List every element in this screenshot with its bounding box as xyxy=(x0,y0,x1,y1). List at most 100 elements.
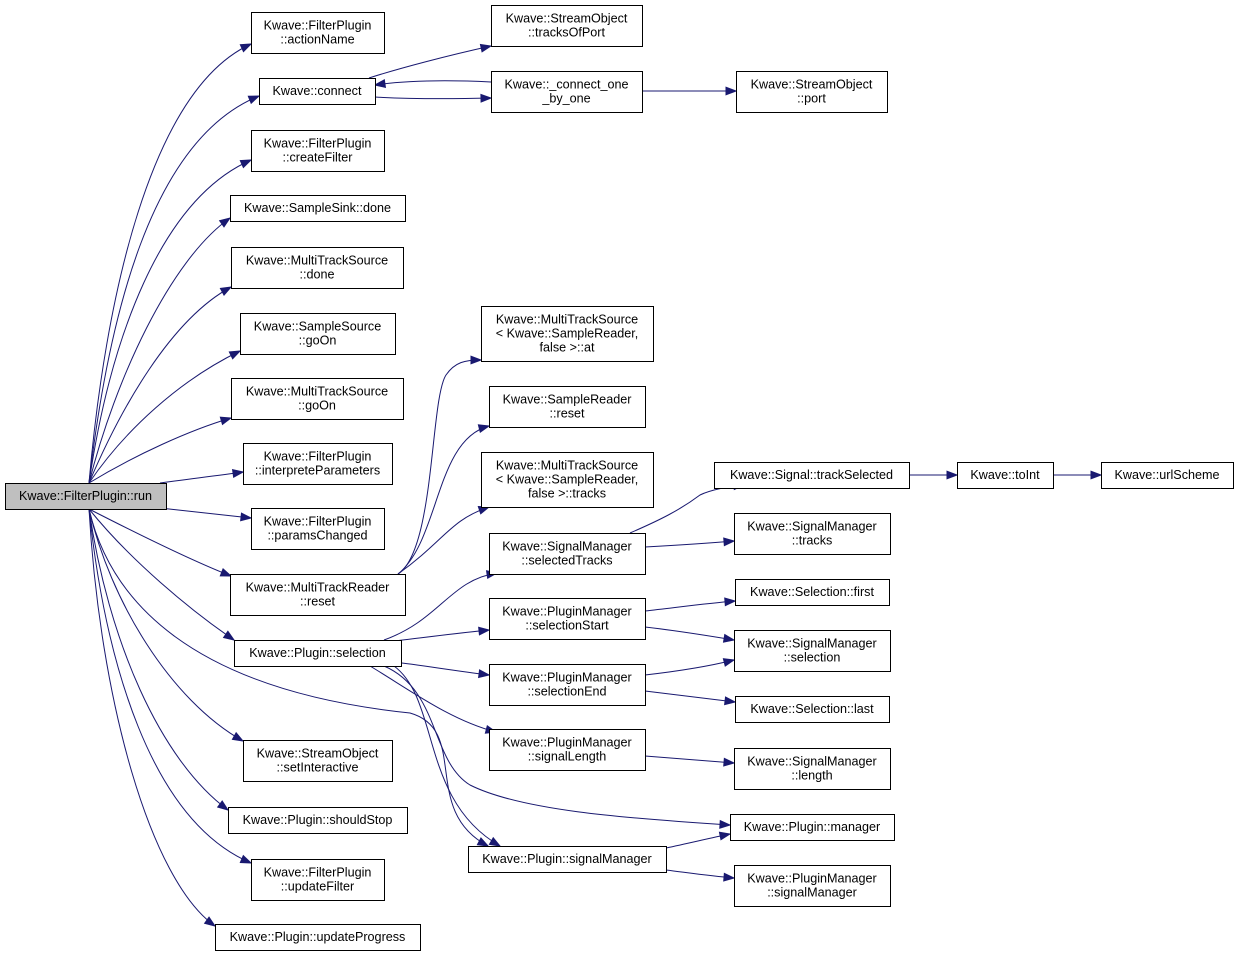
node-box[interactable] xyxy=(215,924,421,951)
edge-selection-to-pSignalManager xyxy=(393,665,502,847)
node-trackSelected[interactable]: Kwave::Signal::trackSelected xyxy=(714,462,910,489)
node-box[interactable] xyxy=(734,630,891,672)
node-shouldStop[interactable]: Kwave::Plugin::shouldStop xyxy=(228,807,408,834)
node-port[interactable]: Kwave::StreamObject::port xyxy=(736,71,888,113)
node-setInteractive[interactable]: Kwave::StreamObject::setInteractive xyxy=(243,740,393,782)
node-connect[interactable]: Kwave::connect xyxy=(259,78,376,105)
node-smSelectedTracks[interactable]: Kwave::SignalManager::selectedTracks xyxy=(489,533,646,575)
node-tracksOfPort[interactable]: Kwave::StreamObject::tracksOfPort xyxy=(491,5,643,47)
node-box[interactable] xyxy=(734,865,891,907)
node-paramsChanged[interactable]: Kwave::FilterPlugin::paramsChanged xyxy=(251,508,385,550)
edge-run-to-actionName xyxy=(88,43,253,484)
edge-line xyxy=(159,507,252,519)
node-selLast[interactable]: Kwave::Selection::last xyxy=(735,696,890,723)
node-box[interactable] xyxy=(1101,462,1234,489)
node-mtsTracks[interactable]: Kwave::MultiTrackSource< Kwave::SampleRe… xyxy=(481,452,654,508)
node-mtsDone[interactable]: Kwave::MultiTrackSource::done xyxy=(231,247,404,289)
node-mtrReset[interactable]: Kwave::MultiTrackReader::reset xyxy=(230,574,406,616)
edge-line xyxy=(88,417,232,484)
edge-line xyxy=(88,508,244,742)
node-box[interactable] xyxy=(231,247,404,289)
node-box[interactable] xyxy=(736,71,888,113)
edge-smSelectedTracks-to-smTracks xyxy=(644,537,736,548)
edge-line xyxy=(88,43,252,484)
node-label: Kwave::Plugin::signalManager xyxy=(482,852,651,866)
node-srReset[interactable]: Kwave::SampleReader::reset xyxy=(489,386,646,428)
edge-arrowhead xyxy=(723,757,736,767)
node-box[interactable] xyxy=(491,71,643,113)
node-pmSignalLength[interactable]: Kwave::PluginManager::signalLength xyxy=(489,729,646,771)
node-toInt[interactable]: Kwave::toInt xyxy=(957,462,1054,489)
node-urlScheme[interactable]: Kwave::urlScheme xyxy=(1101,462,1234,489)
node-pSignalManager[interactable]: Kwave::Plugin::signalManager xyxy=(468,846,667,873)
node-box[interactable] xyxy=(489,533,646,575)
node-box[interactable] xyxy=(251,12,385,54)
node-interprete[interactable]: Kwave::FilterPlugin::interpreteParameter… xyxy=(243,443,393,485)
edge-line xyxy=(644,540,735,548)
node-label: Kwave::urlScheme xyxy=(1115,468,1220,482)
node-label: ::createFilter xyxy=(283,151,353,165)
node-updateFilter[interactable]: Kwave::FilterPlugin::updateFilter xyxy=(251,859,385,901)
node-mtsGoOn[interactable]: Kwave::MultiTrackSource::goOn xyxy=(231,378,404,420)
node-box[interactable] xyxy=(5,483,167,510)
node-label: Kwave::connect xyxy=(273,84,362,98)
node-box[interactable] xyxy=(489,664,646,706)
node-box[interactable] xyxy=(735,696,890,723)
node-label: ::tracks xyxy=(792,534,833,548)
node-box[interactable] xyxy=(243,740,393,782)
node-pmSignalManager[interactable]: Kwave::PluginManager::signalManager xyxy=(734,865,891,907)
node-box[interactable] xyxy=(489,386,646,428)
node-box[interactable] xyxy=(481,306,654,362)
node-box[interactable] xyxy=(228,807,408,834)
node-smSelection[interactable]: Kwave::SignalManager::selection xyxy=(734,630,891,672)
node-smTracks[interactable]: Kwave::SignalManager::tracks xyxy=(734,513,891,555)
node-label: Kwave::FilterPlugin xyxy=(264,450,372,464)
node-box[interactable] xyxy=(251,508,385,550)
node-box[interactable] xyxy=(735,579,890,606)
node-mtsAt[interactable]: Kwave::MultiTrackSource< Kwave::SampleRe… xyxy=(481,306,654,362)
node-selFirst[interactable]: Kwave::Selection::first xyxy=(735,579,890,606)
node-label: ::length xyxy=(791,769,832,783)
node-createFilter[interactable]: Kwave::FilterPlugin::createFilter xyxy=(251,130,385,172)
edge-line xyxy=(88,508,252,864)
node-box[interactable] xyxy=(481,452,654,508)
edge-arrowhead xyxy=(240,512,253,522)
node-box[interactable] xyxy=(714,462,910,489)
node-sinkDone[interactable]: Kwave::SampleSink::done xyxy=(230,195,406,222)
edge-line xyxy=(88,217,231,484)
node-selection[interactable]: Kwave::Plugin::selection xyxy=(234,640,402,667)
node-box[interactable] xyxy=(240,313,396,355)
edge-arrowhead xyxy=(480,93,493,103)
node-box[interactable] xyxy=(230,574,406,616)
node-smLength[interactable]: Kwave::SignalManager::length xyxy=(734,748,891,790)
node-box[interactable] xyxy=(730,814,895,841)
node-box[interactable] xyxy=(259,78,376,105)
edge-pSignalManager-to-pmSignalManager xyxy=(665,869,736,882)
node-ssGoOn[interactable]: Kwave::SampleSource::goOn xyxy=(240,313,396,355)
node-box[interactable] xyxy=(251,130,385,172)
node-pmSelectionStart[interactable]: Kwave::PluginManager::selectionStart xyxy=(489,598,646,640)
node-box[interactable] xyxy=(734,513,891,555)
node-box[interactable] xyxy=(234,640,402,667)
node-box[interactable] xyxy=(734,748,891,790)
node-updateProgress[interactable]: Kwave::Plugin::updateProgress xyxy=(215,924,421,951)
edge-run-to-paramsChanged xyxy=(159,507,253,522)
node-box[interactable] xyxy=(468,846,667,873)
node-label: Kwave::FilterPlugin::run xyxy=(19,489,152,503)
edge-run-to-setInteractive xyxy=(88,508,245,742)
node-box[interactable] xyxy=(489,729,646,771)
node-box[interactable] xyxy=(957,462,1054,489)
node-actionName[interactable]: Kwave::FilterPlugin::actionName xyxy=(251,12,385,54)
node-box[interactable] xyxy=(231,378,404,420)
node-box[interactable] xyxy=(491,5,643,47)
edge-mtrReset-to-srReset xyxy=(397,424,491,575)
node-connectOne[interactable]: Kwave::_connect_one_by_one xyxy=(491,71,643,113)
node-box[interactable] xyxy=(489,598,646,640)
node-box[interactable] xyxy=(243,443,393,485)
node-pManager[interactable]: Kwave::Plugin::manager xyxy=(730,814,895,841)
edge-toInt-to-urlScheme xyxy=(1052,470,1103,480)
node-box[interactable] xyxy=(230,195,406,222)
node-pmSelectionEnd[interactable]: Kwave::PluginManager::selectionEnd xyxy=(489,664,646,706)
node-run[interactable]: Kwave::FilterPlugin::run xyxy=(5,483,167,510)
node-box[interactable] xyxy=(251,859,385,901)
